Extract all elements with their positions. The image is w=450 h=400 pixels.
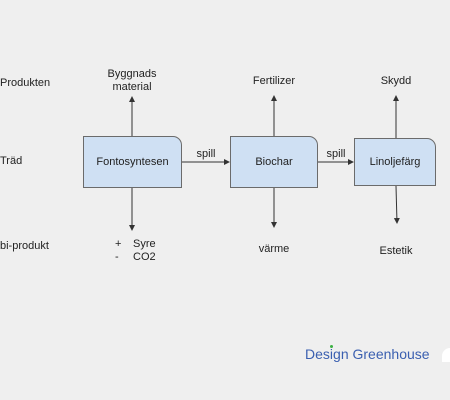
product-byggnadsmaterial-line2: material [112, 81, 152, 93]
product-skydd: Skydd [380, 75, 412, 87]
byproduct-syre-co2: + Syre - CO2 [115, 238, 156, 264]
byproduct-co2-mark: - [115, 251, 119, 263]
box-fotosyntesen: Fontosyntesen [83, 136, 182, 188]
arrow-linoljefarg-to-estetik [393, 185, 400, 224]
brand-i-letter: i [329, 345, 334, 362]
edge-label-spill-2: spill [326, 148, 346, 160]
row-label-produkten: Produkten [0, 77, 51, 89]
box-linoljefarg: Linoljefärg [354, 138, 436, 186]
byproduct-syre-row: + Syre [115, 238, 156, 251]
byproduct-estetik: Estetik [379, 245, 413, 257]
product-byggnadsmaterial: Byggnads material [108, 68, 157, 94]
byproduct-co2-row: - CO2 [115, 251, 156, 264]
byproduct-co2: CO2 [133, 251, 156, 263]
brand-text-part2: i [329, 346, 334, 362]
byproduct-syre-mark: + [115, 238, 122, 250]
brand-text-part3: gn Greenhouse [333, 346, 430, 362]
brand-green-dot-icon [329, 345, 333, 348]
row-label-trad: Träd [0, 155, 23, 167]
byproduct-syre: Syre [133, 238, 156, 250]
product-fertilizer: Fertilizer [252, 75, 296, 87]
box-biochar: Biochar [230, 136, 318, 188]
byproduct-varme: värme [258, 243, 290, 255]
row-label-bi-produkt: bi-produkt [0, 240, 49, 252]
edge-label-spill-1: spill [196, 148, 216, 160]
brand-text-part1: Des [305, 346, 330, 362]
corner-decoration-shape [442, 348, 450, 362]
product-byggnadsmaterial-line1: Byggnads [107, 68, 157, 80]
